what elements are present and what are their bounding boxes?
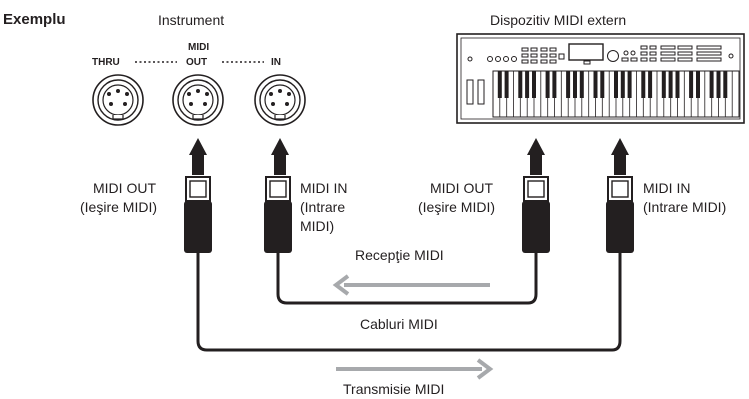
device-out-label-line1: MIDI OUT [430, 180, 493, 196]
plug-instrument-out [183, 176, 213, 254]
plug-instrument-in [263, 176, 293, 254]
out-port-label: OUT [186, 57, 208, 68]
external-midi-keyboard [456, 33, 745, 124]
midi-port-group-label: MIDI [188, 42, 210, 53]
receive-arrow-left-icon [332, 274, 490, 296]
midi-receive-label: Recepţie MIDI [355, 247, 444, 263]
pitch-wheel[interactable] [466, 79, 474, 105]
cable-instrument-out-to-device-in [196, 253, 622, 352]
device-out-label-line2: (Ieşire MIDI) [418, 199, 495, 215]
instrument-in-label-line2: (Intrare [300, 199, 346, 215]
plug-in-arrows [189, 138, 629, 175]
cable-instrument-in-to-device-out [276, 253, 538, 305]
midi-cables-label: Cabluri MIDI [360, 316, 438, 332]
keyboard-control-panel [467, 43, 734, 65]
in-port-label: IN [271, 57, 281, 68]
device-in-label-line2: (Intrare MIDI) [643, 199, 727, 215]
instrument-label: Instrument [158, 12, 225, 28]
midi-transmit-label: Transmisie MIDI [343, 381, 445, 397]
midi-plugs [183, 176, 635, 254]
piano-keys [492, 70, 740, 118]
plug-device-in [605, 176, 635, 254]
instrument-out-label-line1: MIDI OUT [93, 180, 156, 196]
instrument-out-label-line2: (Ieşire MIDI) [80, 199, 157, 215]
instrument-in-label-line1: MIDI IN [300, 180, 348, 196]
arrow-up-icon [611, 138, 629, 175]
modulation-wheel[interactable] [477, 79, 485, 105]
arrow-up-icon [527, 138, 545, 175]
flow-arrows [332, 274, 494, 380]
transmit-arrow-right-icon [336, 358, 494, 380]
external-device-label: Dispozitiv MIDI extern [490, 12, 627, 28]
midi-in-port[interactable] [254, 74, 306, 126]
device-in-label-line1: MIDI IN [643, 180, 691, 196]
heading: Exemplu [3, 11, 66, 28]
midi-thru-port[interactable] [92, 74, 144, 126]
midi-out-port[interactable] [172, 74, 224, 126]
plug-device-out [521, 176, 551, 254]
arrow-up-icon [271, 138, 289, 175]
midi-cables [196, 253, 622, 352]
arrow-up-icon [189, 138, 207, 175]
instrument-in-label-line3: MIDI) [300, 218, 335, 234]
midi-ports [92, 61, 306, 126]
thru-port-label: THRU [92, 57, 120, 68]
